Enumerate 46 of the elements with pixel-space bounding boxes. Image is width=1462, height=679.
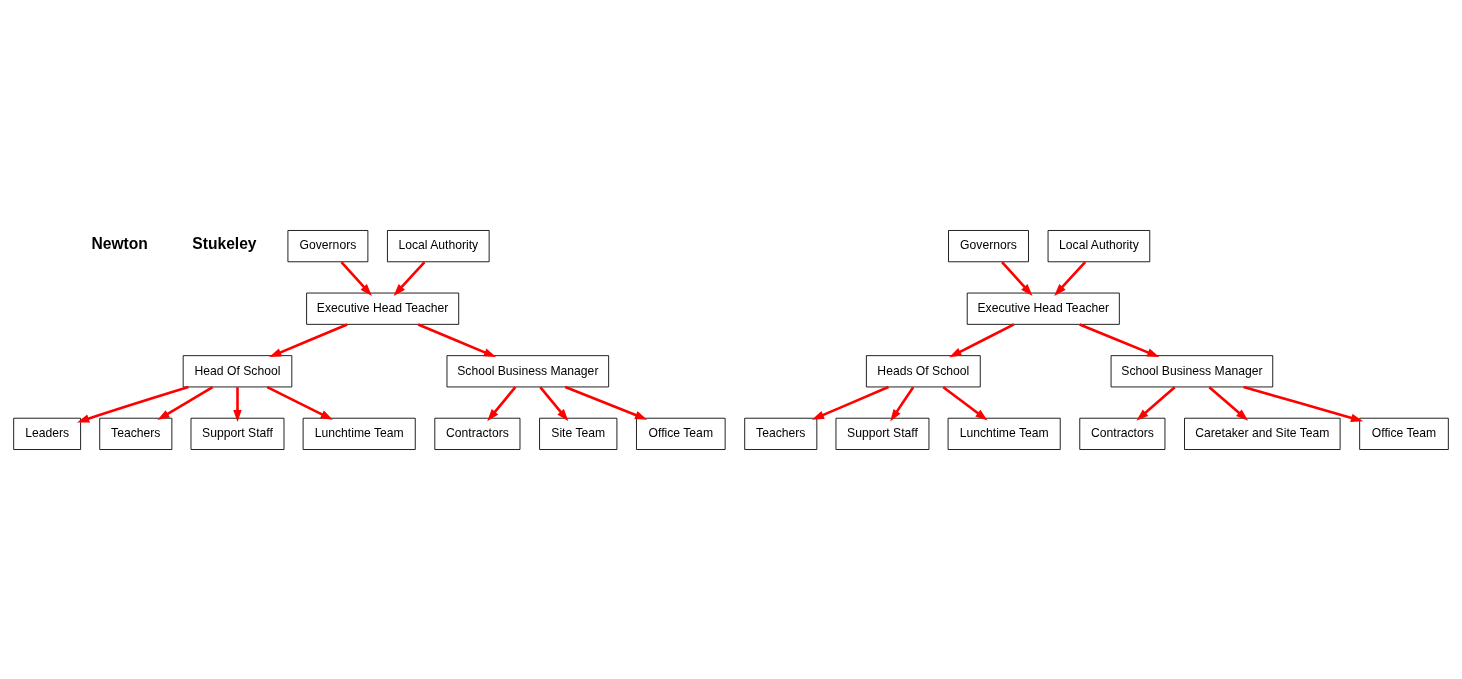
arrow <box>811 385 889 420</box>
node-box: Support Staff <box>190 417 285 450</box>
node-box: School Business Manager <box>446 354 610 387</box>
arrow <box>393 260 426 296</box>
node-box: Lunchtime Team <box>302 417 416 450</box>
arrow <box>417 322 497 357</box>
arrow <box>269 322 348 357</box>
node-box: Governors <box>948 229 1029 262</box>
arrow <box>1054 260 1087 296</box>
arrow <box>949 322 1015 357</box>
node-box: Local Authority <box>1047 229 1151 262</box>
node-box: Caretaker and Site Team <box>1184 417 1341 450</box>
node-box: Executive Head Teacher <box>966 292 1120 325</box>
arrow <box>564 385 648 420</box>
arrow <box>77 385 189 423</box>
node-box: Lunchtime Team <box>947 417 1061 450</box>
node-box: Office Team <box>1359 417 1449 450</box>
arrow <box>1001 260 1033 296</box>
node-box: Support Staff <box>835 417 930 450</box>
label: Newton <box>91 234 148 252</box>
arrow <box>233 386 242 422</box>
node-box: Contractors <box>1079 417 1166 450</box>
arrow <box>1136 385 1176 421</box>
arrow <box>266 385 333 420</box>
node-box: Governors <box>287 229 369 262</box>
node-box: Office Team <box>636 417 726 450</box>
arrow <box>487 385 517 421</box>
node-box: Contractors <box>434 417 521 450</box>
arrow <box>942 385 988 420</box>
arrow <box>1243 385 1364 422</box>
node-box: Executive Head Teacher <box>306 292 460 325</box>
arrow <box>1208 385 1249 421</box>
arrow <box>340 260 372 296</box>
arrow <box>890 385 915 421</box>
node-box: Heads Of School <box>865 354 981 387</box>
arrow <box>539 385 569 421</box>
node-box: Local Authority <box>387 229 490 262</box>
label: Stukeley <box>192 234 257 252</box>
node-box: Leaders <box>13 417 82 450</box>
node-box: Head Of School <box>182 354 293 387</box>
arrow <box>1079 322 1160 357</box>
node-box: Teachers <box>744 417 818 450</box>
node-box: Teachers <box>99 417 173 450</box>
node-box: School Business Manager <box>1110 354 1274 387</box>
node-box: Site Team <box>539 417 618 450</box>
arrow <box>157 385 214 420</box>
